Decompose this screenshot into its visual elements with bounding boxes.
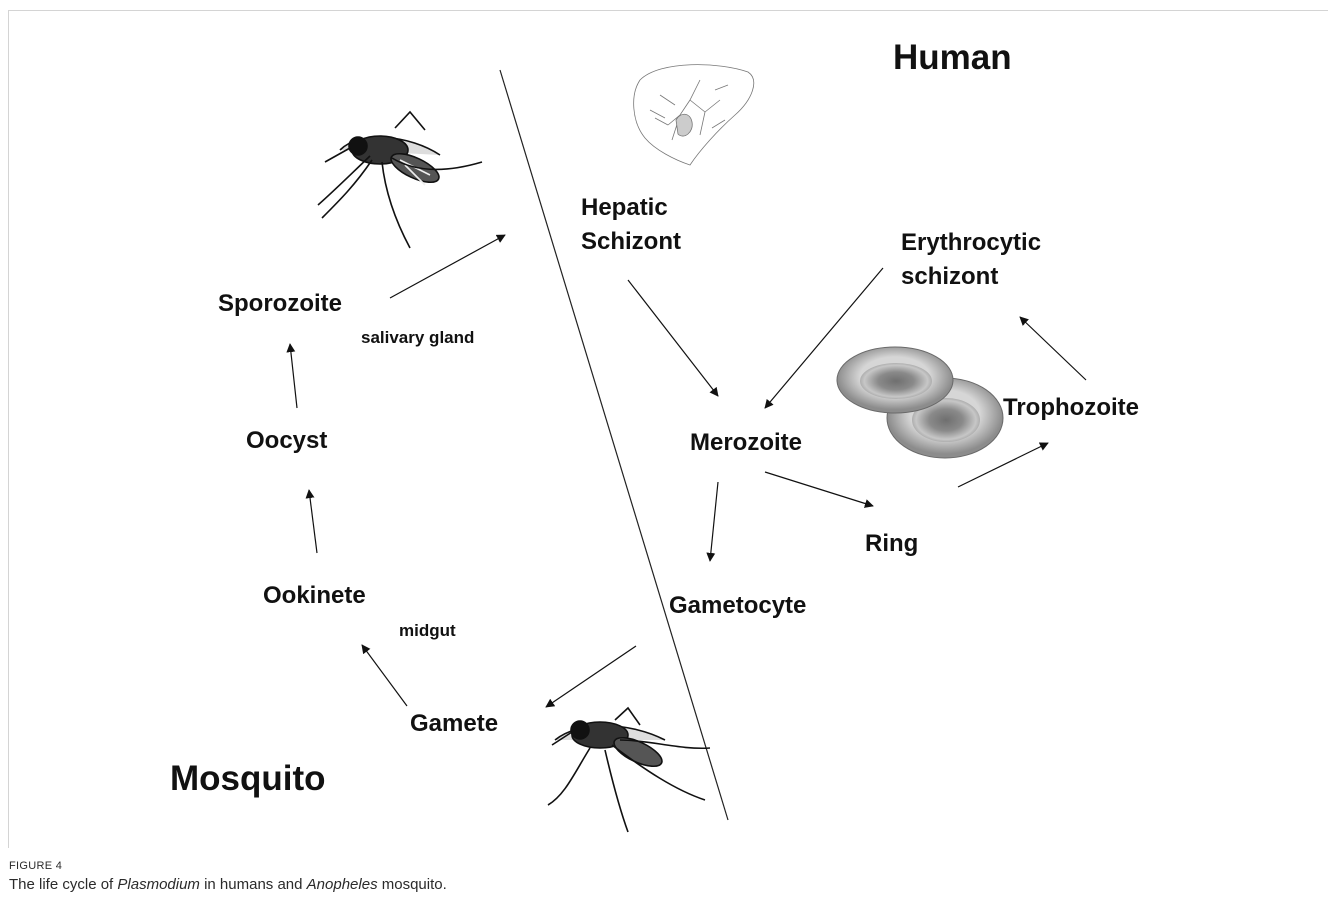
red-blood-cells-icon bbox=[837, 347, 1003, 458]
caption-text-middle: in humans and bbox=[200, 876, 307, 893]
caption-genus: Plasmodium bbox=[117, 876, 200, 893]
stage-label-trophozoite: Trophozoite bbox=[1003, 394, 1139, 421]
host-label-human: Human bbox=[893, 38, 1012, 77]
arrow-gamete-to-ookinete bbox=[362, 645, 407, 706]
arrow-hepatic-to-merozoite bbox=[628, 280, 718, 396]
stage-label-schizont: Schizont bbox=[581, 228, 681, 255]
caption-text-start: The life cycle of bbox=[9, 876, 117, 893]
liver-icon bbox=[634, 65, 754, 165]
location-label-midgut: midgut bbox=[399, 621, 456, 640]
figure-caption: The life cycle of Plasmodium in humans a… bbox=[9, 876, 447, 893]
caption-vector: Anopheles bbox=[307, 876, 378, 893]
location-label-salivary-gland: salivary gland bbox=[361, 328, 474, 347]
stage-label-erythrocytic-schizont: schizont bbox=[901, 263, 998, 290]
caption-text-end: mosquito. bbox=[378, 876, 447, 893]
arrow-merozoite-to-ring bbox=[765, 472, 873, 506]
life-cycle-diagram: Human Mosquito Hepatic Schizont Erythroc… bbox=[0, 0, 1329, 850]
arrow-ookinete-to-oocyst bbox=[309, 490, 317, 553]
stage-label-gamete: Gamete bbox=[410, 710, 498, 737]
arrow-oocyst-to-sporozoite bbox=[290, 344, 297, 408]
figure-label: FIGURE 4 bbox=[9, 860, 62, 872]
stage-label-sporozoite: Sporozoite bbox=[218, 290, 342, 317]
stage-label-oocyst: Oocyst bbox=[246, 427, 327, 454]
host-label-mosquito: Mosquito bbox=[170, 759, 326, 798]
stage-label-merozoite: Merozoite bbox=[690, 429, 802, 456]
arrow-merozoite-to-gametocyte bbox=[710, 482, 718, 561]
stage-label-ookinete: Ookinete bbox=[263, 582, 366, 609]
arrow-trophozoite-to-erythrocytic bbox=[1020, 317, 1086, 380]
arrow-gametocyte-to-gamete bbox=[546, 646, 636, 707]
stage-label-ring: Ring bbox=[865, 530, 918, 557]
stage-label-hepatic: Hepatic bbox=[581, 194, 668, 221]
stage-label-gametocyte: Gametocyte bbox=[669, 592, 806, 619]
stage-label-erythrocytic: Erythrocytic bbox=[901, 229, 1041, 256]
mosquito-biting-icon bbox=[548, 708, 710, 832]
mosquito-icon bbox=[318, 112, 482, 248]
